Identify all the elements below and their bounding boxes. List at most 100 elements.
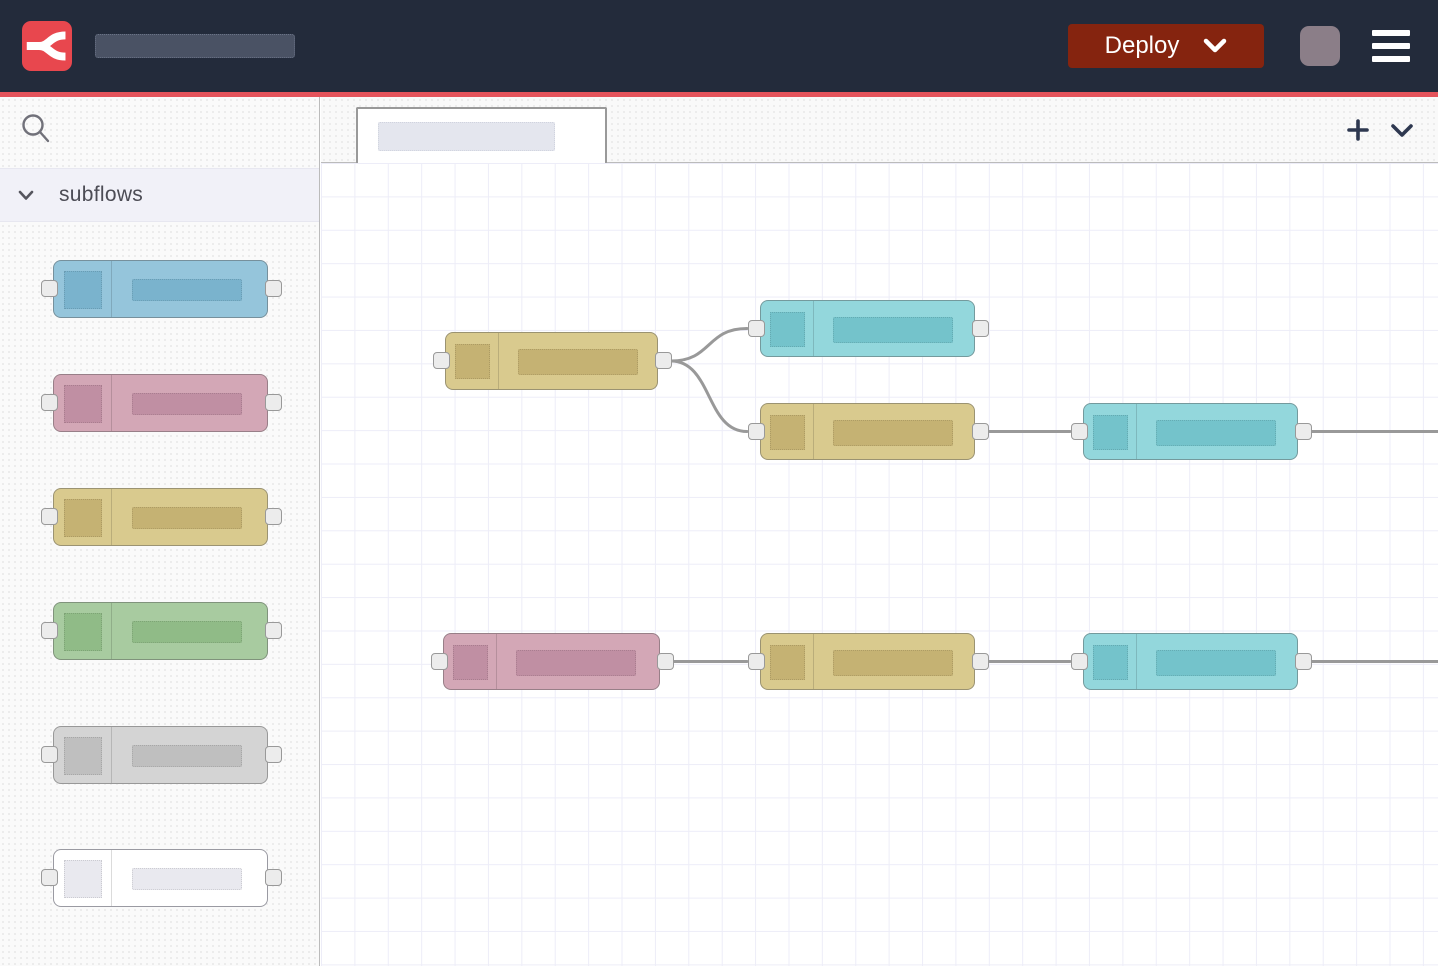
output-port[interactable] bbox=[1295, 652, 1312, 670]
input-port[interactable] bbox=[41, 394, 58, 411]
input-port[interactable] bbox=[41, 869, 58, 886]
node-icon-separator bbox=[111, 603, 112, 659]
palette-section-subflows[interactable]: subflows bbox=[0, 168, 319, 222]
hamburger-icon bbox=[1372, 30, 1410, 36]
flow-canvas[interactable] bbox=[321, 163, 1438, 966]
flow-tab-bar bbox=[321, 97, 1438, 163]
flow-node-tan[interactable] bbox=[433, 332, 672, 390]
output-port[interactable] bbox=[972, 652, 989, 670]
flow-tab-active[interactable] bbox=[356, 107, 607, 163]
input-port[interactable] bbox=[1071, 422, 1088, 440]
output-port[interactable] bbox=[265, 622, 282, 639]
output-port[interactable] bbox=[1295, 422, 1312, 440]
palette-section-label: subflows bbox=[59, 183, 144, 206]
node-icon-placeholder bbox=[64, 271, 102, 309]
node-label-placeholder bbox=[132, 868, 242, 890]
node-icon-separator bbox=[813, 301, 814, 356]
palette-sidebar: subflows bbox=[0, 97, 320, 966]
node-icon-separator bbox=[111, 727, 112, 783]
node-label-placeholder bbox=[132, 621, 242, 643]
deploy-label: Deploy bbox=[1104, 32, 1180, 59]
input-port[interactable] bbox=[431, 652, 448, 670]
deploy-button[interactable]: Deploy bbox=[1068, 24, 1264, 68]
node-icon-placeholder bbox=[770, 312, 805, 347]
flow-node-tan[interactable] bbox=[748, 403, 989, 460]
palette-node-tan[interactable] bbox=[41, 488, 282, 546]
node-icon-separator bbox=[1136, 404, 1137, 459]
input-port[interactable] bbox=[41, 280, 58, 297]
node-icon-placeholder bbox=[64, 385, 102, 423]
main-menu-button[interactable] bbox=[1372, 27, 1410, 65]
palette-node-green[interactable] bbox=[41, 602, 282, 660]
output-port[interactable] bbox=[655, 352, 672, 369]
node-icon-placeholder bbox=[64, 613, 102, 651]
flow-node-tan[interactable] bbox=[748, 633, 989, 690]
node-icon-placeholder bbox=[1093, 415, 1128, 450]
node-label-placeholder bbox=[1156, 420, 1276, 446]
header-title-placeholder bbox=[95, 34, 295, 58]
input-port[interactable] bbox=[748, 422, 765, 440]
output-port[interactable] bbox=[972, 422, 989, 440]
add-flow-button[interactable] bbox=[1340, 112, 1376, 148]
node-icon-separator bbox=[111, 261, 112, 317]
node-icon-placeholder bbox=[770, 645, 805, 680]
node-icon-placeholder bbox=[64, 737, 102, 775]
input-port[interactable] bbox=[748, 652, 765, 670]
flow-node-pink[interactable] bbox=[431, 633, 674, 690]
output-port[interactable] bbox=[265, 746, 282, 763]
node-icon-separator bbox=[111, 375, 112, 431]
search-icon[interactable] bbox=[20, 113, 50, 145]
output-port[interactable] bbox=[265, 508, 282, 525]
flow-node-cyan[interactable] bbox=[748, 300, 989, 357]
user-avatar[interactable] bbox=[1300, 26, 1340, 66]
node-label-placeholder bbox=[132, 745, 242, 767]
node-icon-placeholder bbox=[455, 344, 490, 379]
node-red-logo[interactable] bbox=[22, 21, 72, 71]
flow-node-cyan[interactable] bbox=[1071, 403, 1312, 460]
flow-tab-label-placeholder bbox=[378, 122, 555, 151]
wire[interactable] bbox=[669, 327, 749, 363]
palette-node-gray[interactable] bbox=[41, 726, 282, 784]
input-port[interactable] bbox=[1071, 652, 1088, 670]
palette-node-pink[interactable] bbox=[41, 374, 282, 432]
input-port[interactable] bbox=[41, 508, 58, 525]
palette-node-blue[interactable] bbox=[41, 260, 282, 318]
output-port[interactable] bbox=[265, 394, 282, 411]
chevron-down-icon bbox=[18, 190, 34, 200]
input-port[interactable] bbox=[41, 746, 58, 763]
flow-node-cyan[interactable] bbox=[1071, 633, 1312, 690]
output-port[interactable] bbox=[265, 869, 282, 886]
plus-icon bbox=[1347, 119, 1369, 141]
node-label-placeholder bbox=[132, 279, 242, 301]
node-label-placeholder bbox=[1156, 650, 1276, 676]
flow-list-button[interactable] bbox=[1384, 112, 1420, 148]
node-label-placeholder bbox=[833, 317, 953, 343]
input-port[interactable] bbox=[748, 319, 765, 337]
node-icon-placeholder bbox=[64, 860, 102, 898]
app-header: Deploy bbox=[0, 0, 1438, 92]
input-port[interactable] bbox=[41, 622, 58, 639]
palette-node-white[interactable] bbox=[41, 849, 282, 907]
chevron-down-icon bbox=[1391, 123, 1413, 137]
node-label-placeholder bbox=[132, 393, 242, 415]
node-icon-placeholder bbox=[1093, 645, 1128, 680]
node-label-placeholder bbox=[518, 349, 638, 375]
wire[interactable] bbox=[669, 359, 749, 433]
node-icon-separator bbox=[496, 634, 497, 689]
node-icon-separator bbox=[813, 634, 814, 689]
output-port[interactable] bbox=[972, 319, 989, 337]
node-label-placeholder bbox=[132, 507, 242, 529]
chevron-down-icon bbox=[1204, 38, 1227, 53]
branch-icon bbox=[26, 31, 66, 61]
output-port[interactable] bbox=[657, 652, 674, 670]
node-icon-separator bbox=[111, 850, 112, 906]
output-port[interactable] bbox=[265, 280, 282, 297]
input-port[interactable] bbox=[433, 352, 450, 369]
node-icon-separator bbox=[498, 333, 499, 389]
wire-layer bbox=[669, 327, 1438, 663]
header-accent-line bbox=[0, 92, 1438, 97]
node-label-placeholder bbox=[516, 650, 636, 676]
palette-search-row[interactable] bbox=[0, 97, 319, 168]
node-icon-separator bbox=[111, 489, 112, 545]
node-icon-placeholder bbox=[64, 499, 102, 537]
